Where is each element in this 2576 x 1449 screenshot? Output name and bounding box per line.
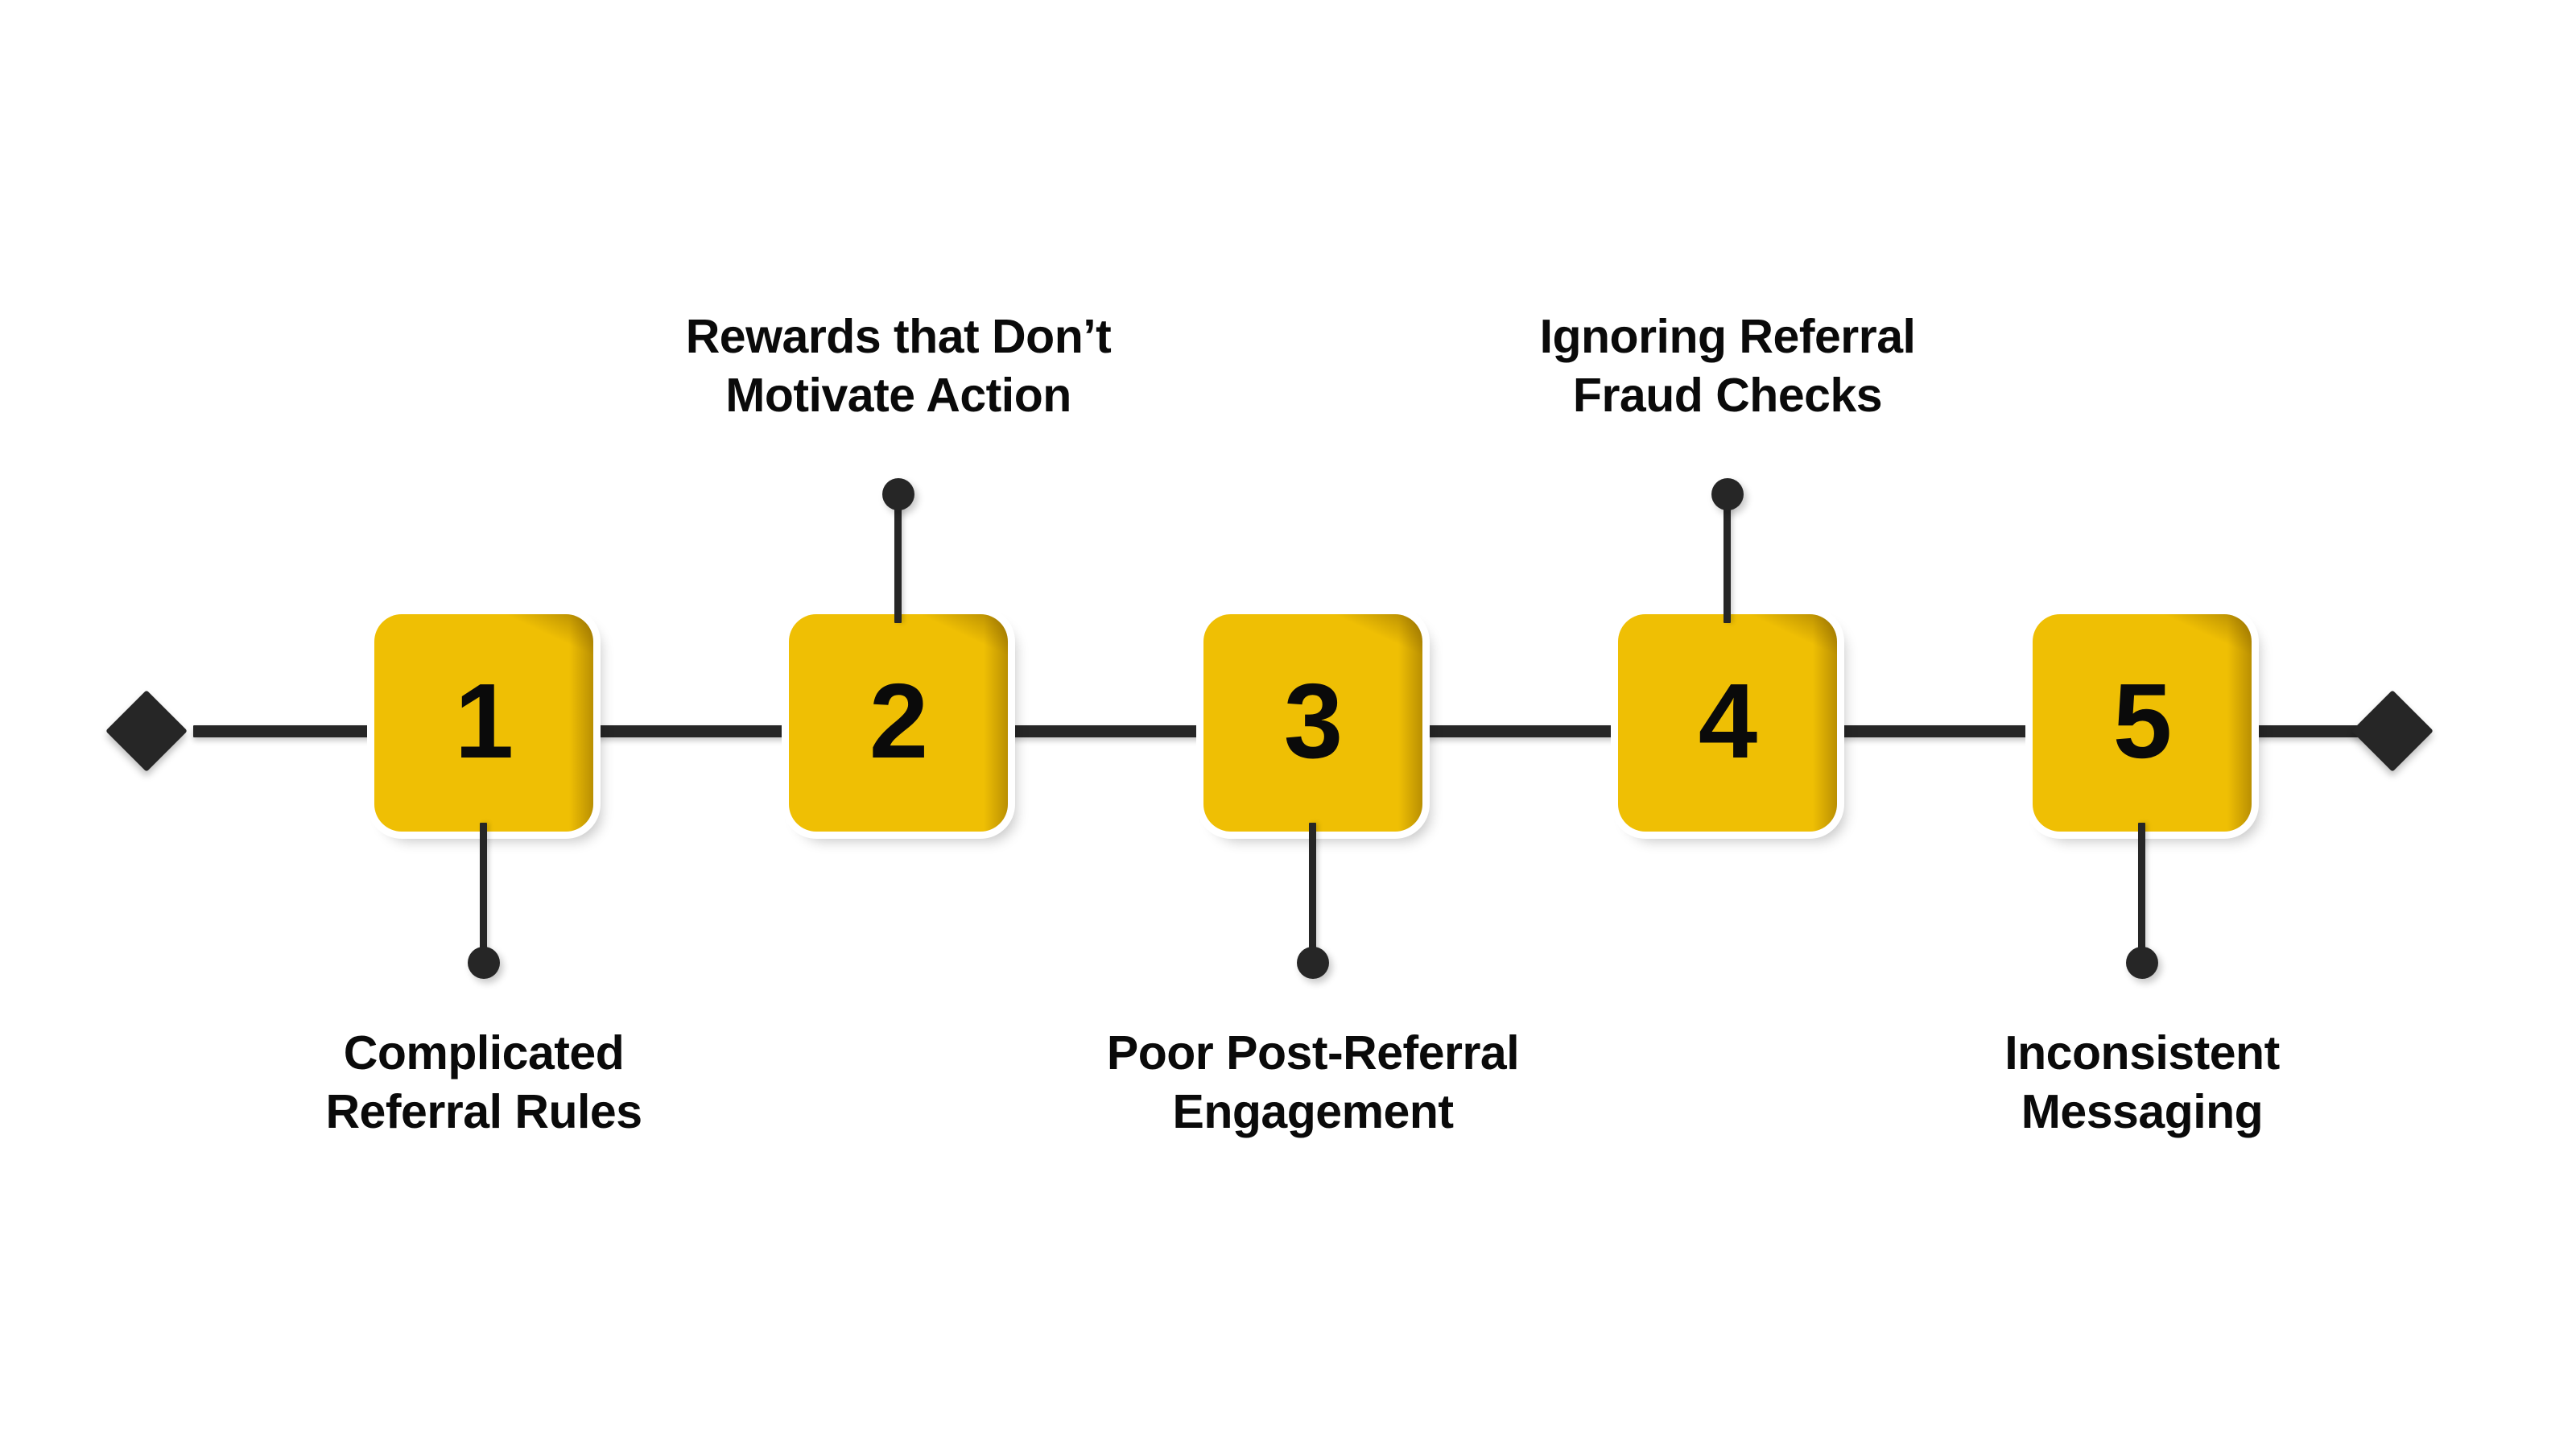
step-label-1: Complicated Referral Rules [325,1026,642,1139]
step-connector-stem-2 [894,494,902,623]
step-number-5: 5 [2112,662,2172,780]
step-label-4: Ignoring Referral Fraud Checks [1539,310,1916,423]
step-box-3[interactable]: 3 [1203,614,1422,832]
step-number-3: 3 [1283,662,1343,780]
step-label-3: Poor Post-Referral Engagement [1106,1026,1520,1139]
step-number-4: 4 [1698,662,1757,780]
step-connector-dot-1 [468,947,500,979]
step-number-2: 2 [869,662,928,780]
step-box-2[interactable]: 2 [789,614,1008,832]
step-box-1[interactable]: 1 [374,614,593,832]
step-box-4[interactable]: 4 [1618,614,1837,832]
step-connector-dot-3 [1297,947,1329,979]
step-box-5[interactable]: 5 [2033,614,2252,832]
step-connector-stem-1 [480,823,487,964]
timeline-start-diamond-icon [105,690,188,772]
step-connector-stem-3 [1309,823,1316,964]
step-connector-dot-4 [1711,478,1744,510]
step-label-5: Inconsistent Messaging [2004,1026,2280,1139]
step-number-1: 1 [454,662,514,780]
step-connector-dot-5 [2126,947,2158,979]
step-connector-dot-2 [882,478,914,510]
step-connector-stem-5 [2138,823,2145,964]
timeline-end-diamond-icon [2351,690,2434,772]
step-label-2: Rewards that Don’t Motivate Action [685,310,1112,423]
step-connector-stem-4 [1724,494,1731,623]
